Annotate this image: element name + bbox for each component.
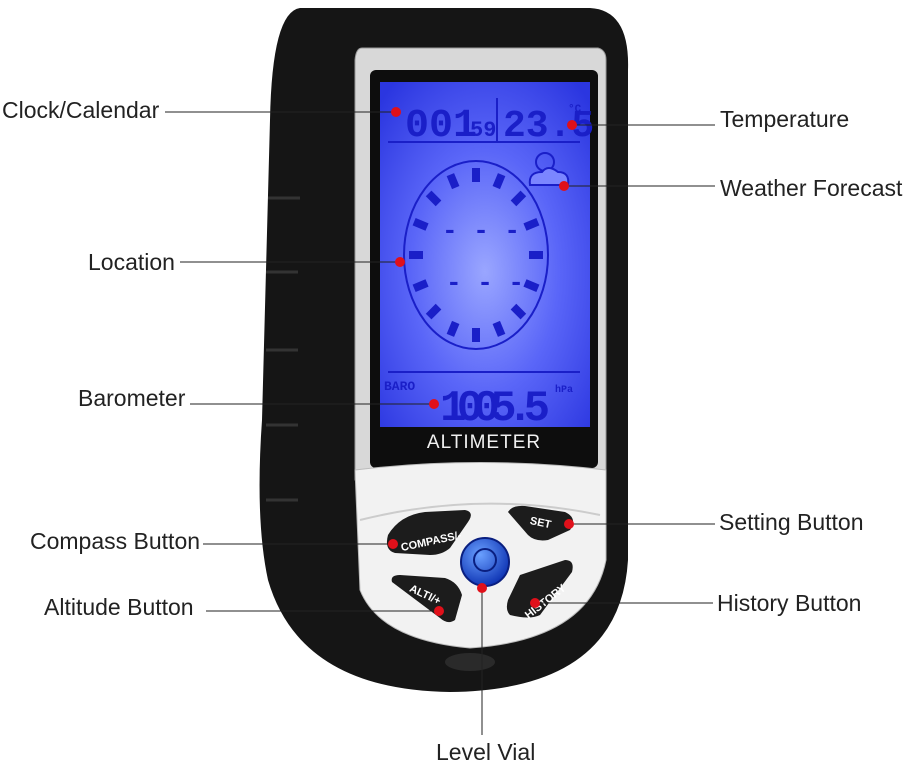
compass-segment [492,320,506,337]
lcd-temperature: 23.5 [503,105,594,148]
label-compass-button: Compass Button [30,528,200,554]
compass-segment [446,173,460,190]
lcd-pressure: 1005.5 [440,384,550,434]
compass-segment [425,190,442,207]
callout-dots [388,107,577,616]
label-altitude-button: Altitude Button [44,594,194,620]
compass-segment [510,190,527,207]
lcd-baro-label: BARO [384,379,415,394]
compass-segment [425,303,442,320]
compass-segment [510,303,527,320]
compass-segment [523,218,540,231]
compass-segment [529,251,543,259]
label-temperature: Temperature [720,106,849,132]
label-weather-forecast: Weather Forecast [720,175,903,201]
set-button-label: SET [529,515,553,531]
label-setting-button: Setting Button [719,509,864,535]
lcd-seconds: 59 [470,118,496,143]
weather-icon [528,152,570,186]
grip-ridges [266,196,300,502]
compass-ring: - - - - - - [403,160,549,350]
brand-label: ALTIMETER [427,432,541,453]
compass-segment [412,279,429,292]
compass-segment [472,328,480,342]
label-location: Location [88,249,175,275]
lcd-dashes-top: - - - [442,216,520,246]
lcd-dashes-bottom: - - - [446,268,524,298]
lcd-time: 001 [405,104,477,149]
lcd-pressure-unit: hPa [555,384,573,396]
compass-segment [523,279,540,292]
set-button[interactable]: SET [508,505,574,541]
level-vial [460,537,510,587]
compass-segment [492,173,506,190]
callout-lines [165,111,715,735]
compass-segment [412,218,429,231]
label-clock-calendar: Clock/Calendar [2,97,160,123]
lcd-temp-unit: °C [568,104,582,116]
compass-segment [446,320,460,337]
label-history-button: History Button [717,590,861,616]
label-barometer: Barometer [78,385,186,411]
compass-segment [409,251,423,259]
label-level-vial: Level Vial [436,739,535,765]
compass-segment [472,168,480,182]
lanyard-hole [445,653,495,671]
